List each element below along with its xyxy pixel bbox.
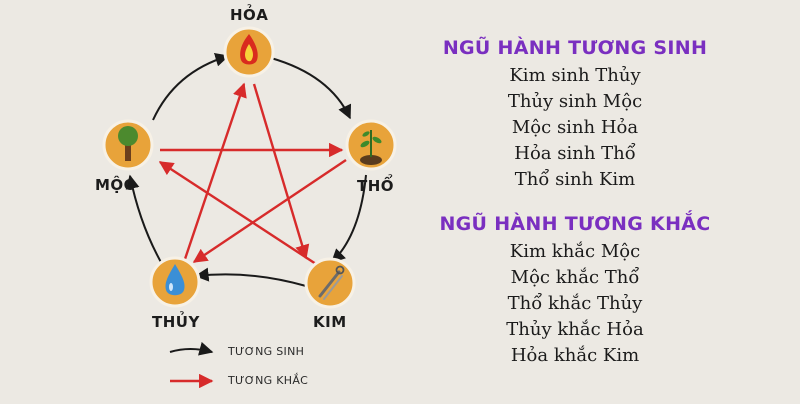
tree-icon	[118, 126, 138, 161]
legend-overcome-label: TƯƠNG KHẮC	[228, 374, 309, 387]
generate-arrow-moc-hoa	[152, 52, 230, 121]
overcome-arrow-tho-thuy	[192, 159, 347, 263]
fire-icon	[240, 34, 258, 65]
overcome-arrow-kim-moc	[158, 160, 317, 266]
generate-panel: NGŨ HÀNH TƯƠNG SINH Kim sinh Thủy Thủy s…	[420, 37, 730, 193]
generate-line: Hỏa sinh Thổ	[514, 143, 636, 164]
overcome-line: Thổ khắc Thủy	[507, 293, 643, 314]
generate-arrow-kim-thuy	[194, 267, 307, 287]
generate-cycle-arrows	[125, 52, 367, 287]
legend-generate-arrow	[169, 341, 214, 356]
overcome-panel: NGŨ HÀNH TƯƠNG KHẮC Kim khắc Mộc Mộc khắ…	[420, 213, 730, 369]
soil-sprout-icon	[360, 130, 382, 165]
generate-title: NGŨ HÀNH TƯƠNG SINH	[442, 37, 708, 59]
overcome-arrow-thuy-hoa	[182, 82, 247, 263]
overcome-line: Kim khắc Mộc	[509, 241, 641, 262]
generate-arrow-tho-kim	[330, 174, 367, 263]
node-hoa	[223, 26, 275, 78]
generate-line: Mộc sinh Hỏa	[511, 117, 639, 138]
node-label-hoa: HỎA	[230, 6, 269, 24]
node-label-moc: MỘC	[95, 176, 136, 194]
node-moc	[102, 119, 154, 171]
node-label-thuy: THỦY	[152, 313, 200, 331]
metal-tools-icon	[318, 265, 345, 300]
overcome-title: NGŨ HÀNH TƯƠNG KHẮC	[439, 213, 711, 235]
overcome-arrow-hoa-kim	[252, 83, 310, 260]
node-kim	[304, 257, 356, 309]
generate-arrow-hoa-tho	[270, 57, 352, 120]
legend-generate-label: TƯƠNG SINH	[228, 345, 305, 358]
generate-line: Thổ sinh Kim	[514, 169, 636, 190]
water-drop-icon	[165, 264, 185, 296]
overcome-star-arrows	[158, 82, 347, 266]
generate-line: Kim sinh Thủy	[509, 65, 641, 86]
node-thuy	[149, 256, 201, 308]
overcome-line: Mộc khắc Thổ	[510, 267, 640, 288]
generate-line: Thủy sinh Mộc	[507, 91, 643, 112]
generate-arrow-thuy-moc	[125, 174, 163, 265]
node-label-kim: KIM	[313, 313, 347, 331]
overcome-line: Thủy khắc Hỏa	[506, 319, 644, 340]
overcome-line: Hỏa khắc Kim	[510, 345, 640, 366]
node-tho	[345, 119, 397, 171]
node-label-tho: THỔ	[357, 177, 395, 195]
